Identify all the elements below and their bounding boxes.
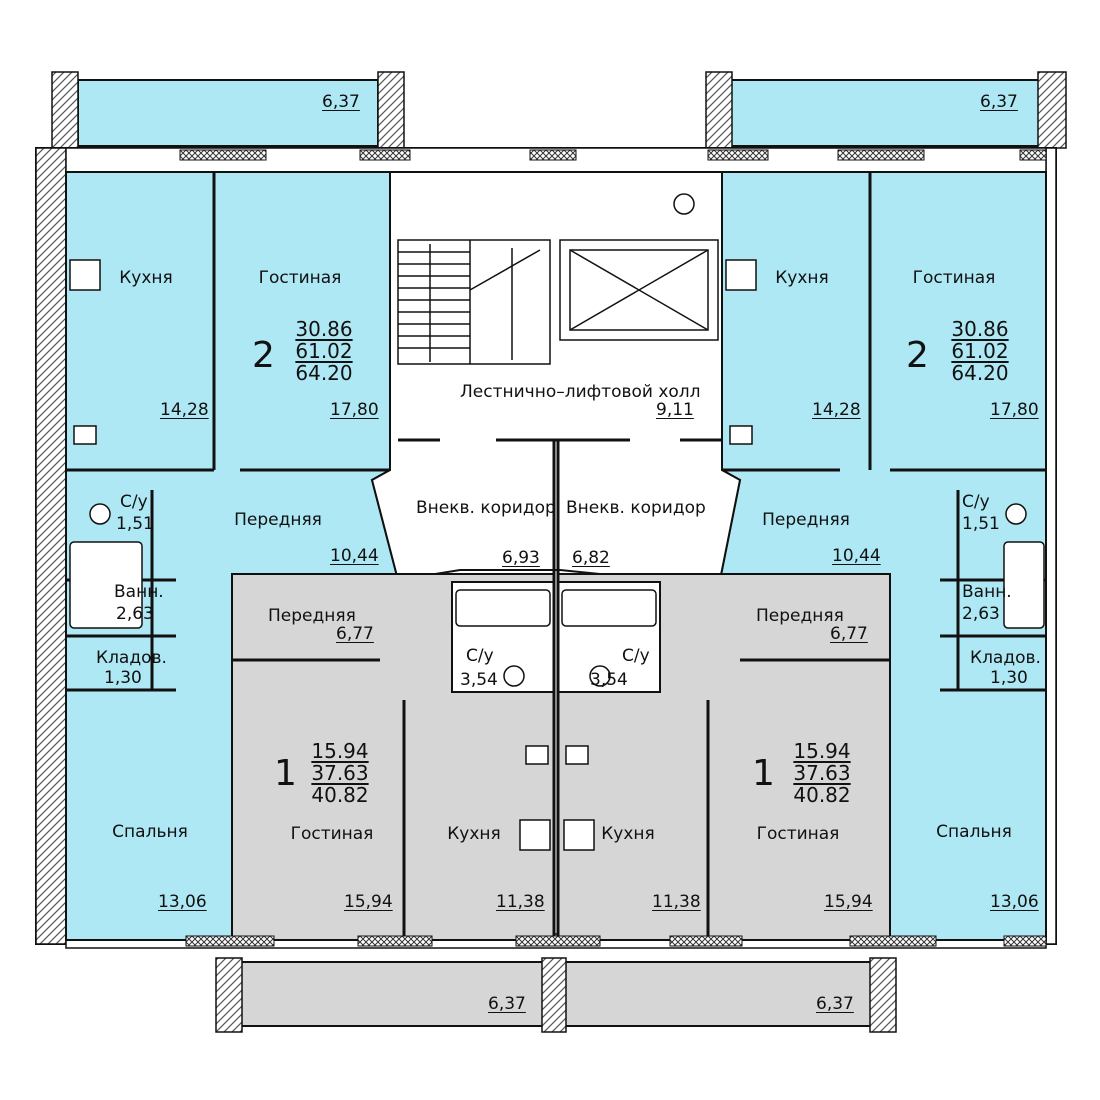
right1-hall-name: Передняя — [756, 606, 844, 626]
right2-storage-name: Кладов. — [970, 648, 1041, 668]
left1-kitchen-area: 11,38 — [496, 892, 545, 912]
right1-bath-name: С/у — [622, 646, 650, 666]
right1-kitchen-area: 11,38 — [652, 892, 701, 912]
left2-wc-name: С/у — [120, 492, 148, 512]
left2-bath-name: Ванн. — [114, 582, 164, 602]
left1-living-area: 15,94 — [344, 892, 393, 912]
right2-wc-name: С/у — [962, 492, 990, 512]
stair-hall-name: Лестнично–лифтовой холл — [460, 382, 701, 402]
bathtub-icon — [455, 589, 551, 627]
left2-living-area: 17,80 — [330, 400, 379, 420]
sink-icon — [565, 745, 589, 765]
stair-hall — [370, 171, 742, 582]
right1-bath-area: 3,54 — [590, 670, 628, 690]
balcony-top-right — [729, 79, 1041, 147]
right1-living-area: 15,94 — [824, 892, 873, 912]
left1-hall-name: Передняя — [268, 606, 356, 626]
corridor-right-area: 6,82 — [572, 548, 610, 568]
left1-kitchen-name: Кухня — [447, 824, 501, 844]
balcony-top-right-area: 6,37 — [980, 92, 1018, 112]
left1-hall-area: 6,77 — [336, 624, 374, 644]
stove-icon — [519, 819, 551, 851]
toilet-icon — [89, 503, 111, 525]
left2-areas: 30.86 61.02 64.20 — [295, 317, 353, 385]
sink-icon — [525, 745, 549, 765]
left2-storage-name: Кладов. — [96, 648, 167, 668]
toilet-icon — [503, 665, 525, 687]
left2-kitchen-name: Кухня — [119, 268, 173, 288]
toilet-icon — [589, 665, 611, 687]
left2-living-name: Гостиная — [258, 268, 342, 288]
right2-rooms-count: 2 — [906, 335, 929, 376]
right2-storage-area: 1,30 — [990, 668, 1028, 688]
stove-icon — [563, 819, 595, 851]
left1-rooms-count: 1 — [274, 753, 297, 794]
left1-areas: 15.94 37.63 40.82 — [311, 739, 369, 807]
elevator — [559, 193, 719, 341]
stove-icon — [69, 259, 101, 291]
right2-kitchen-name: Кухня — [775, 268, 829, 288]
right2-areas: 30.86 61.02 64.20 — [951, 317, 1009, 385]
right2-bedroom-name: Спальня — [936, 822, 1012, 842]
right1-areas: 15.94 37.63 40.82 — [793, 739, 851, 807]
stove-icon — [725, 259, 757, 291]
left2-bath-area: 2,63 — [116, 604, 154, 624]
right2-bath-name: Ванн. — [962, 582, 1012, 602]
corridor-right-name: Внекв. коридор — [566, 498, 706, 518]
stair-hall-area: 9,11 — [656, 400, 694, 420]
right2-kitchen-area: 14,28 — [812, 400, 861, 420]
left2-rooms-count: 2 — [252, 335, 275, 376]
right2-hall-area: 10,44 — [832, 546, 881, 566]
left2-hall-area: 10,44 — [330, 546, 379, 566]
toilet-icon — [1005, 503, 1027, 525]
left2-kitchen-area: 14,28 — [160, 400, 209, 420]
staircase — [397, 239, 551, 365]
right1-kitchen-name: Кухня — [601, 824, 655, 844]
right2-living-area: 17,80 — [990, 400, 1039, 420]
bathtub-icon — [69, 541, 143, 629]
right2-hall-name: Передняя — [762, 510, 850, 530]
left2-wc-area: 1,51 — [116, 514, 154, 534]
right2-living-name: Гостиная — [912, 268, 996, 288]
left1-bath-name: С/у — [466, 646, 494, 666]
sink-icon — [729, 425, 753, 445]
left2-bedroom-area: 13,06 — [158, 892, 207, 912]
left1-bath-area: 3,54 — [460, 670, 498, 690]
left1-living-name: Гостиная — [290, 824, 374, 844]
right2-bedroom-area: 13,06 — [990, 892, 1039, 912]
right1-living-name: Гостиная — [756, 824, 840, 844]
sink-icon — [73, 425, 97, 445]
right2-bath-area: 2,63 — [962, 604, 1000, 624]
corridor-left-area: 6,93 — [502, 548, 540, 568]
left2-hall-name: Передняя — [234, 510, 322, 530]
balcony-top-left-area: 6,37 — [322, 92, 360, 112]
right1-hall-area: 6,77 — [830, 624, 868, 644]
bathtub-icon — [561, 589, 657, 627]
left2-storage-area: 1,30 — [104, 668, 142, 688]
balcony-top-left — [77, 79, 379, 147]
right2-wc-area: 1,51 — [962, 514, 1000, 534]
right1-rooms-count: 1 — [752, 753, 775, 794]
left2-bedroom-name: Спальня — [112, 822, 188, 842]
balcony-bottom-left-area: 6,37 — [488, 994, 526, 1014]
balcony-bottom-right-area: 6,37 — [816, 994, 854, 1014]
corridor-left-name: Внекв. коридор — [416, 498, 556, 518]
bathtub-icon — [1003, 541, 1045, 629]
